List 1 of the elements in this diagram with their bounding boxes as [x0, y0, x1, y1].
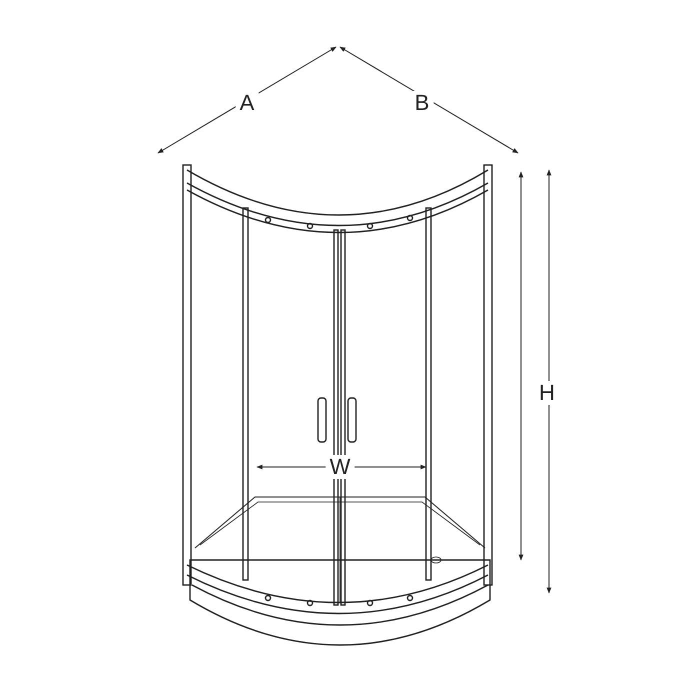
- dimension-label: W: [326, 455, 354, 479]
